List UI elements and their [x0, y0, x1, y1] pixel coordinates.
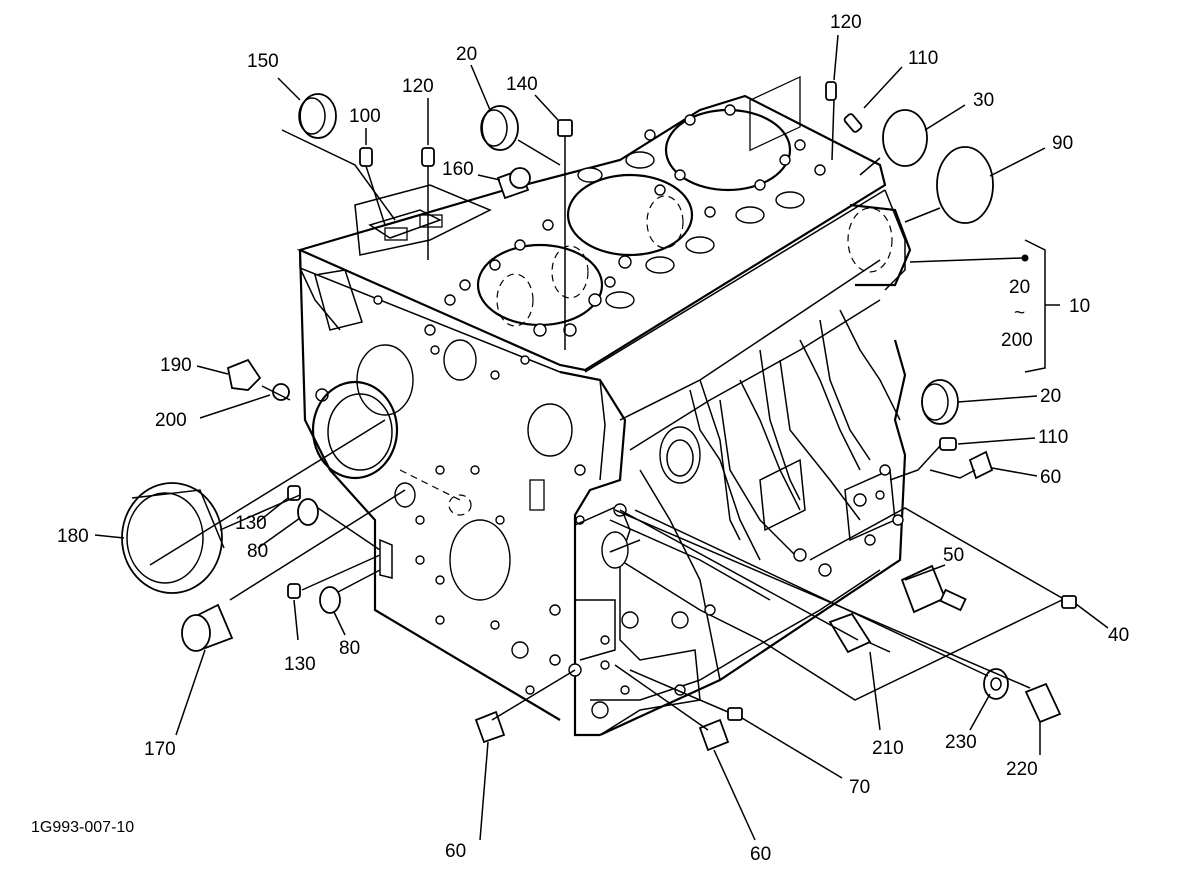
callout-150: 150 [247, 51, 279, 72]
cylinder-block [296, 76, 912, 737]
callout-70: 70 [849, 777, 870, 798]
callout-10: 10 [1069, 296, 1090, 317]
callout-30: 30 [973, 90, 994, 111]
callout-80: 80 [247, 541, 268, 562]
callout-200: 200 [1001, 330, 1033, 351]
callout-190: 190 [160, 355, 192, 376]
callout-140: 140 [506, 74, 538, 95]
loose-parts [121, 81, 1077, 752]
callout-80: 80 [339, 638, 360, 659]
callout-130: 130 [235, 513, 267, 534]
callout-110: 110 [1038, 427, 1068, 448]
callout-20: 20 [456, 44, 477, 65]
callout-40: 40 [1108, 625, 1129, 646]
callout-60: 60 [1040, 467, 1061, 488]
callout-120: 120 [830, 12, 862, 33]
callout-50: 50 [943, 545, 964, 566]
callout-120: 120 [402, 76, 434, 97]
leader-lines [94, 34, 1109, 841]
callout-labels: 150 100 120 20 140 160 120 110 30 90 20 … [31, 12, 1129, 865]
callout-tilde: ~ [1014, 303, 1025, 324]
callout-100: 100 [349, 106, 381, 127]
callout-110: 110 [908, 48, 938, 69]
callout-60: 60 [445, 841, 466, 862]
callout-180: 180 [57, 526, 89, 547]
callout-20: 20 [1009, 277, 1030, 298]
callout-90: 90 [1052, 133, 1073, 154]
callout-210: 210 [872, 738, 904, 759]
callout-60: 60 [750, 844, 771, 865]
callout-130: 130 [284, 654, 316, 675]
figure-reference-code: 1G993-007-10 [31, 819, 134, 836]
callout-200: 200 [155, 410, 187, 431]
callout-170: 170 [144, 739, 176, 760]
callout-220: 220 [1006, 759, 1038, 780]
callout-160: 160 [442, 159, 474, 180]
callout-230: 230 [945, 732, 977, 753]
callout-20: 20 [1040, 386, 1061, 407]
